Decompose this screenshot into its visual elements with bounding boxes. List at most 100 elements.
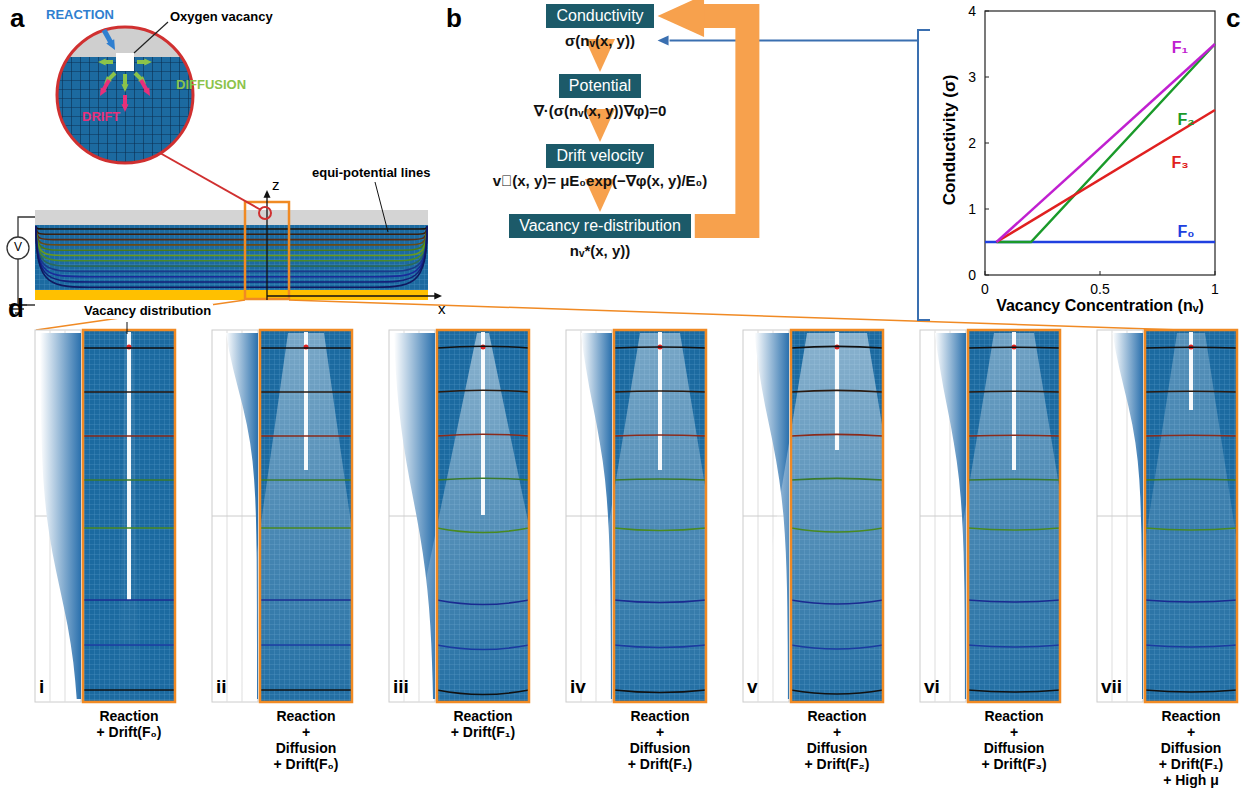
text-label: a <box>10 4 24 34</box>
tick <box>985 11 989 12</box>
panel-number: iv <box>570 676 586 698</box>
text-label: z <box>272 176 280 193</box>
equipotential-line <box>437 390 529 392</box>
equipotential-line <box>791 478 883 480</box>
text-label: Vacancy distribution <box>82 304 213 319</box>
panel-frame <box>83 330 175 702</box>
equipotential-line <box>83 391 175 393</box>
panel-caption: Reaction + Drift(F₁) <box>450 708 516 740</box>
equipotential-line <box>36 226 427 250</box>
equipotential-line <box>437 690 529 695</box>
equipotential-line <box>260 644 352 646</box>
equipotential-line <box>437 434 529 436</box>
equipotential-line <box>1145 528 1237 530</box>
equipotential-line <box>791 690 883 694</box>
equipotential-line <box>83 435 175 437</box>
oxide-region <box>83 330 175 702</box>
equipotential-line <box>1145 346 1237 348</box>
leader-line <box>375 182 388 232</box>
equipotential-line <box>36 226 427 277</box>
drift-arrow-head <box>143 88 150 96</box>
link-arrow <box>670 40 918 42</box>
reaction-arrow-head <box>106 39 115 50</box>
equipotential-line <box>260 435 352 437</box>
panel-caption: Reaction + Diffusion + Drift(F₃) <box>981 708 1047 772</box>
equipotential-line <box>260 527 352 529</box>
vacancy-profile <box>40 333 81 699</box>
formula: v⃗(x, y)= μE₀exp(−∇φ(x, y)/E₀) <box>493 172 708 190</box>
equipotential-line <box>614 479 706 480</box>
drift-arrow-head <box>100 88 107 96</box>
vacancy-filament <box>481 332 485 515</box>
panel-frame <box>968 330 1060 702</box>
equipotential-line <box>83 347 175 349</box>
panel-frame <box>437 330 529 702</box>
equipotential-line <box>260 689 352 691</box>
panel-frame <box>1145 330 1237 702</box>
panel-frame <box>260 330 352 702</box>
text-label: equi-potential lines <box>312 166 430 181</box>
text-label: 0 <box>968 267 976 283</box>
profile-grid <box>920 516 966 517</box>
equipotential-line <box>968 346 1060 348</box>
panel-caption: Reaction + Drift(F₀) <box>96 708 162 740</box>
equipotential-line <box>437 346 529 348</box>
top-electrode <box>35 210 428 225</box>
process-node: Conductivityσ(nᵥ(x, y)) <box>546 4 653 49</box>
text-label: DIFFUSION <box>176 78 246 93</box>
equipotential-line <box>36 226 427 266</box>
tick <box>985 143 989 144</box>
panel-caption: Reaction + Diffusion + Drift(F₂) <box>804 708 870 772</box>
text-label: 3 <box>968 69 976 85</box>
equipotential-line <box>36 226 427 287</box>
text-label: F₁ <box>1172 39 1188 57</box>
lattice <box>50 20 200 170</box>
zoom-line <box>36 300 245 330</box>
equipotential-line <box>260 391 352 393</box>
x-axis <box>267 295 436 296</box>
diffusion-arrow-head <box>144 59 152 66</box>
diffusion-arrow <box>105 60 113 64</box>
panel-number: vi <box>924 676 940 698</box>
equipotential-line <box>791 528 883 532</box>
text-label: 1 <box>968 201 976 217</box>
equipotential-line <box>36 226 427 256</box>
equipotential-line <box>968 645 1060 647</box>
step-title: Conductivity <box>546 4 653 28</box>
drift-arrow <box>103 80 109 90</box>
zoom-leader <box>160 153 261 210</box>
leader-line <box>134 22 168 53</box>
tick <box>985 271 986 275</box>
panel-number: v <box>747 676 758 698</box>
vacancy-glow <box>1121 333 1259 700</box>
profile-grid <box>566 516 612 517</box>
diffusion-arrow <box>135 73 141 79</box>
text-label: F₀ <box>1178 223 1195 241</box>
tick <box>985 209 989 210</box>
vacancy-filament <box>1189 332 1193 410</box>
vacancy-filament <box>1012 332 1016 470</box>
voltage-source <box>7 237 29 259</box>
step-title: Vacancy re-distribution <box>509 214 691 238</box>
text-label: DRIFT <box>82 110 120 125</box>
axis-head <box>264 190 271 198</box>
process-node: Drift velocityv⃗(x, y)= μE₀exp(−∇φ(x, y)… <box>493 144 708 190</box>
equipotential-line <box>791 390 883 392</box>
vacancy-filament <box>127 332 131 600</box>
profile-plot <box>35 330 81 702</box>
axis-head <box>434 293 442 300</box>
panel-number: ii <box>216 676 227 698</box>
equipotential-line <box>968 600 1060 602</box>
text-label: b <box>446 4 462 34</box>
drift-arrow <box>123 95 127 105</box>
equipotential-line <box>83 527 175 529</box>
equipotential-line <box>83 644 175 646</box>
text-label: Vacancy Concentration (nᵥ) <box>996 297 1204 315</box>
vacancy-filament <box>304 332 308 470</box>
wire <box>18 217 35 305</box>
equipotential-line <box>36 226 427 229</box>
text-label: 1 <box>1211 281 1219 297</box>
equipotential-line <box>614 600 706 603</box>
